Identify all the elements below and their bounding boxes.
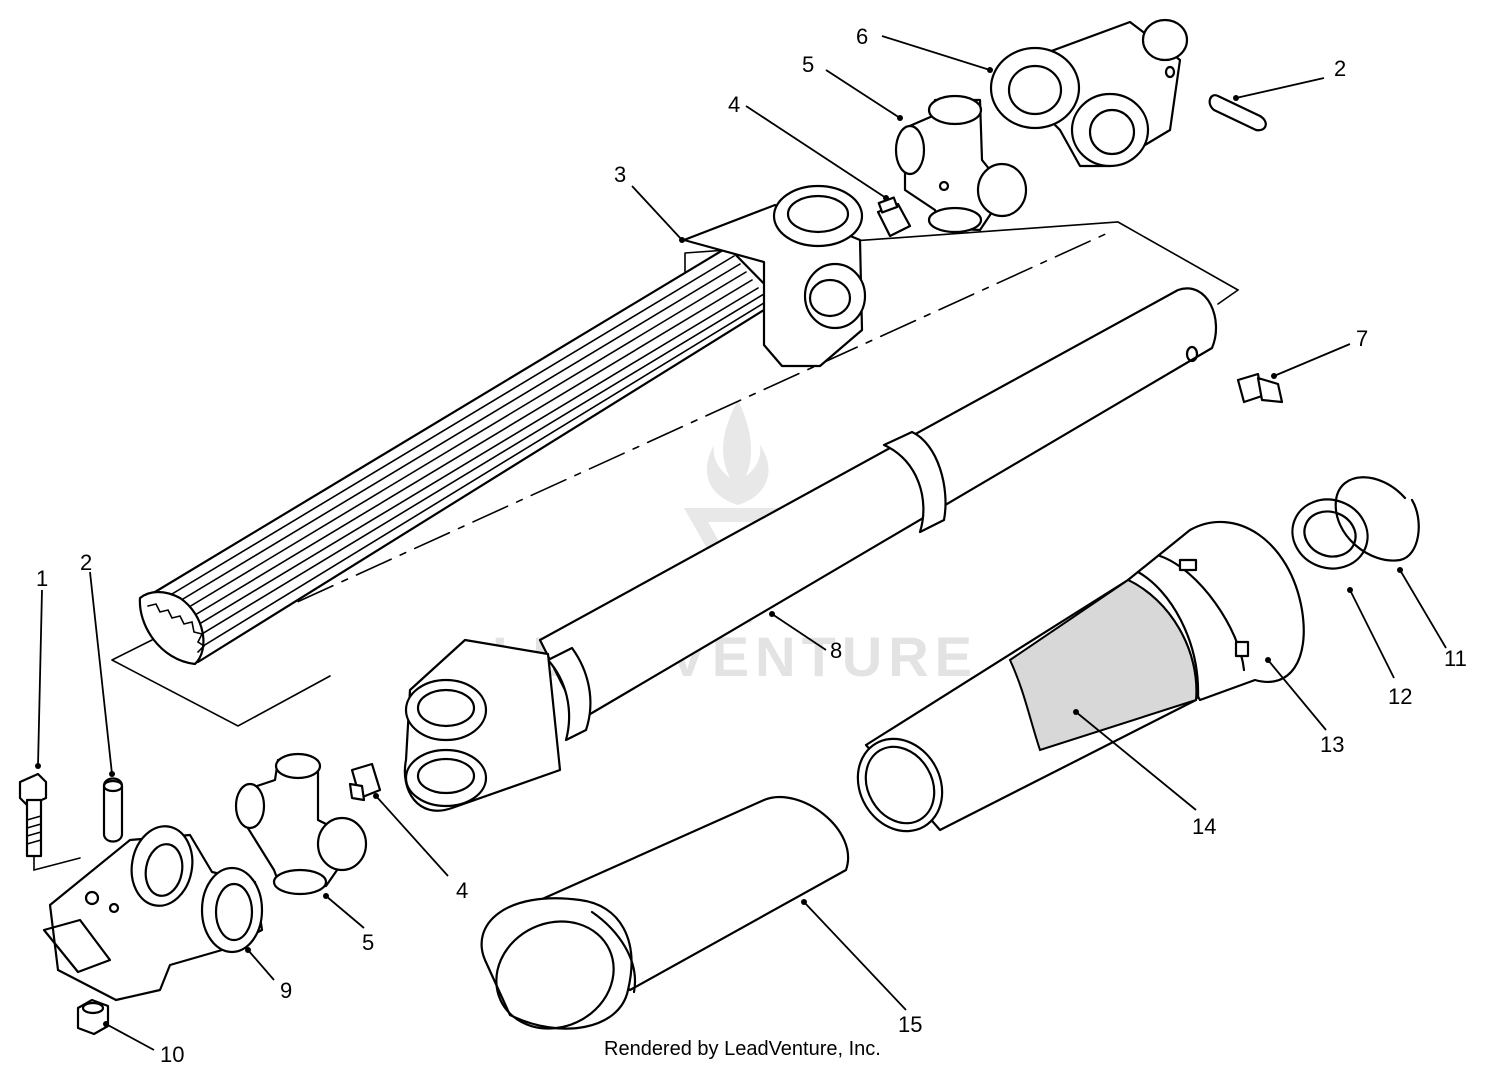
part-9-clamp-yoke <box>42 825 264 1002</box>
part-14-outer-tube <box>856 578 1198 833</box>
part-12-bearing-collar <box>1291 498 1369 570</box>
part-2-roll-pin-bottom <box>102 777 124 843</box>
part-6-yoke <box>989 18 1189 168</box>
part-4-grease-fitting-top <box>876 196 912 238</box>
callout-4-top: 4 <box>728 92 740 117</box>
callout-11: 11 <box>1444 646 1467 671</box>
callout-1: 1 <box>36 566 48 591</box>
part-13-outer-shield <box>1126 520 1305 702</box>
center-line <box>239 231 1111 629</box>
part-7-grease-fitting <box>1236 372 1284 404</box>
callout-9: 9 <box>280 978 292 1003</box>
part-15-inner-shield <box>480 796 850 1030</box>
callout-8: 8 <box>830 638 842 663</box>
callout-12: 12 <box>1388 684 1412 709</box>
part-2-roll-pin-top <box>1208 94 1267 132</box>
part-4-grease-fitting-bottom <box>348 762 382 802</box>
part-5-cross-bearing-top <box>894 94 1028 234</box>
part-8-tube-yoke <box>403 287 1217 812</box>
callout-3: 3 <box>614 162 626 187</box>
part-11-retaining-ring <box>1334 476 1420 562</box>
part-3-splined-shaft-yoke <box>138 184 867 666</box>
callout-2-bottom: 2 <box>80 550 92 575</box>
part-10-nut <box>76 998 110 1036</box>
callout-14: 14 <box>1192 814 1216 839</box>
callout-4-bottom: 4 <box>456 878 468 903</box>
leader-lines <box>35 35 1447 1051</box>
render-credit-footer: Rendered by LeadVenture, Inc. <box>604 1038 881 1060</box>
part-5-cross-bearing-bottom <box>234 752 368 896</box>
callout-5-top: 5 <box>802 52 814 77</box>
callout-6: 6 <box>856 24 868 49</box>
callout-15: 15 <box>898 1012 922 1037</box>
callout-10: 10 <box>160 1042 184 1067</box>
part-1-bolt <box>18 772 81 872</box>
callout-2-top: 2 <box>1334 56 1346 81</box>
callout-13: 13 <box>1320 732 1344 757</box>
callout-numbers: 2 6 5 4 3 7 8 1 2 4 5 9 10 11 12 13 14 1… <box>36 24 1467 1067</box>
callout-7: 7 <box>1356 326 1368 351</box>
callout-5-bottom: 5 <box>362 930 374 955</box>
